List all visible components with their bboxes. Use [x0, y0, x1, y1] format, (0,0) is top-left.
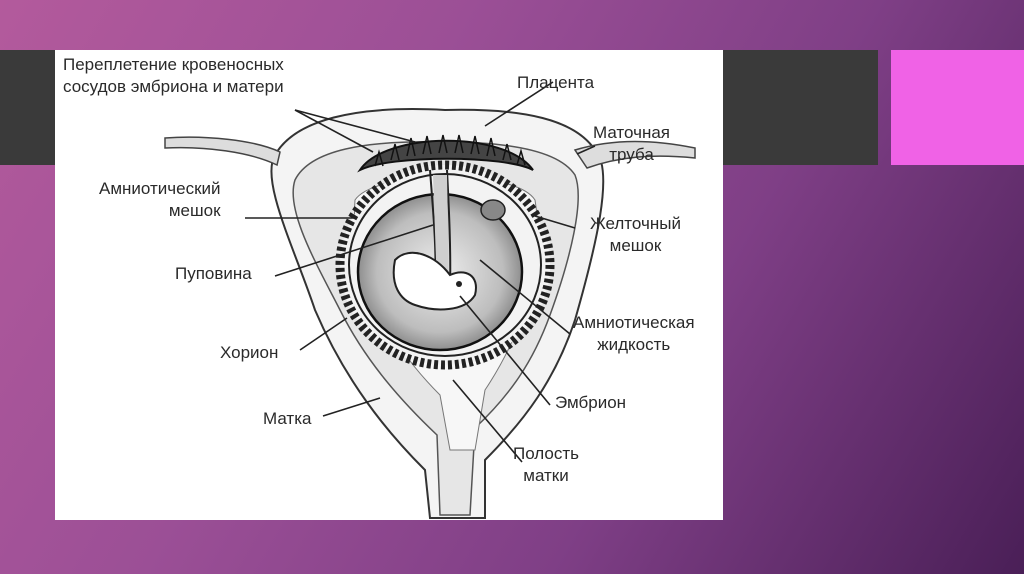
diagram-figure: Переплетение кровеносных сосудов эмбрион… [55, 50, 723, 520]
label-uterine-tube: Маточная труба [593, 122, 670, 166]
accent-square [891, 50, 1024, 165]
label-placenta: Плацента [517, 72, 594, 94]
yolk-sac [481, 200, 505, 220]
uterus-diagram [55, 50, 723, 520]
label-chorion: Хорион [220, 342, 278, 364]
label-amniotic-sac: Амниотический мешок [99, 178, 221, 222]
label-uterine-cavity: Полость матки [513, 443, 579, 487]
label-umbilical-cord: Пуповина [175, 263, 252, 285]
label-vessels: Переплетение кровеносных сосудов эмбрион… [63, 54, 284, 98]
label-uterus: Матка [263, 408, 312, 430]
label-embryo: Эмбрион [555, 392, 626, 414]
label-amniotic-fluid: Амниотическая жидкость [573, 312, 695, 356]
uterine-tube-left [165, 137, 280, 165]
label-yolk-sac: Желточный мешок [590, 213, 681, 257]
